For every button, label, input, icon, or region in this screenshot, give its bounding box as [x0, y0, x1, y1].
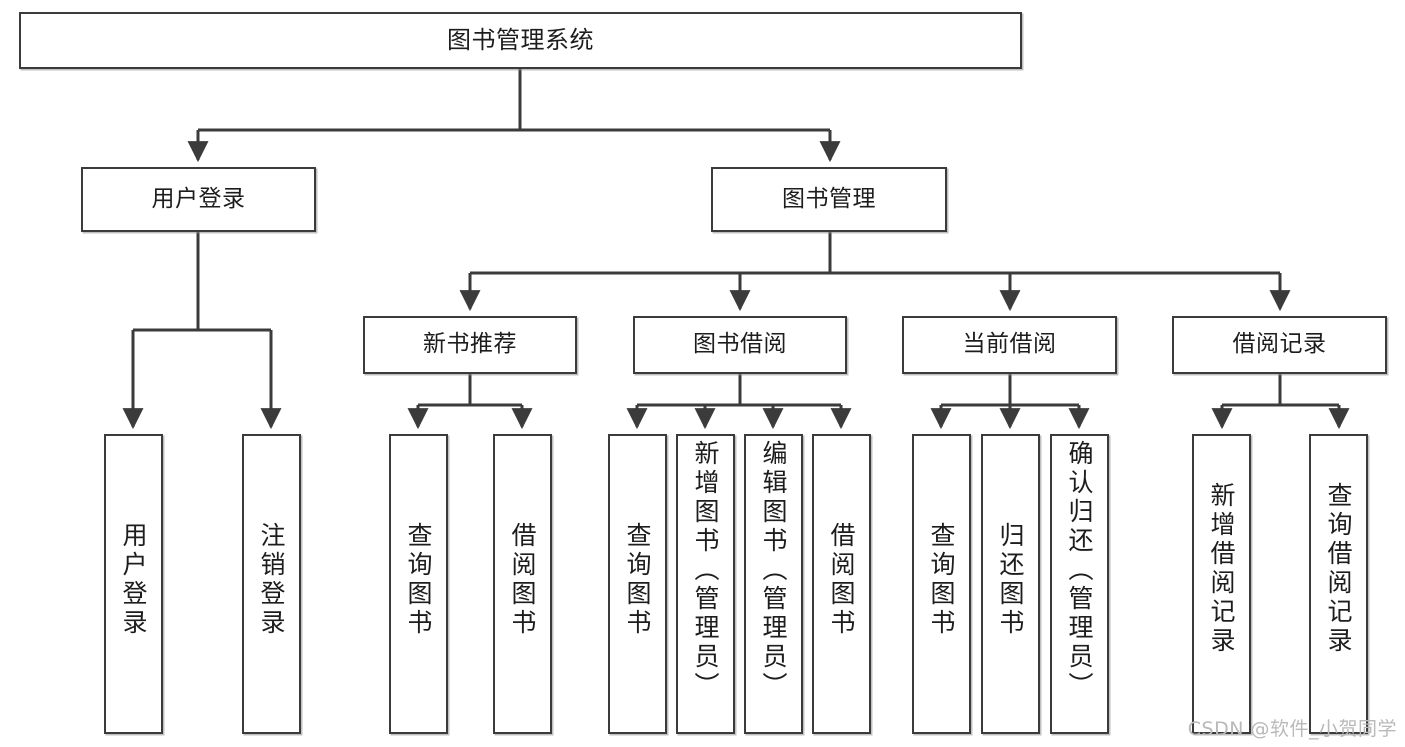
- leaf-add-book-admin[interactable]: 新增图书（管理员）: [676, 434, 735, 734]
- node-new-book-recommend[interactable]: 新书推荐: [363, 316, 577, 374]
- node-borrow-records[interactable]: 借阅记录: [1172, 316, 1387, 374]
- node-label: 确认归还（管理员）: [1065, 440, 1094, 701]
- node-label: 归还图书: [996, 522, 1025, 638]
- node-label: 用户登录: [119, 522, 148, 638]
- node-label: 查询图书: [927, 522, 956, 638]
- leaf-query-borrow-record[interactable]: 查询借阅记录: [1309, 434, 1368, 734]
- node-book-management[interactable]: 图书管理: [711, 167, 947, 232]
- node-label: 图书管理系统: [447, 26, 594, 55]
- node-label: 查询图书: [404, 522, 433, 638]
- node-label: 用户登录: [151, 185, 246, 212]
- node-current-borrow[interactable]: 当前借阅: [902, 316, 1117, 374]
- leaf-query-books-current[interactable]: 查询图书: [912, 434, 971, 734]
- leaf-query-books-borrow[interactable]: 查询图书: [608, 434, 667, 734]
- node-label: 新增借阅记录: [1207, 482, 1236, 656]
- node-label: 查询借阅记录: [1324, 482, 1353, 656]
- leaf-borrow-books-newbooks[interactable]: 借阅图书: [493, 434, 552, 734]
- node-label: 新增图书（管理员）: [691, 440, 720, 701]
- node-label: 查询图书: [623, 522, 652, 638]
- leaf-borrow-books-borrow[interactable]: 借阅图书: [812, 434, 871, 734]
- node-label: 借阅图书: [827, 522, 856, 638]
- leaf-user-login[interactable]: 用户登录: [104, 434, 163, 734]
- node-label: 新书推荐: [423, 331, 517, 358]
- csdn-watermark: CSDN @软件_小贺同学: [1187, 718, 1397, 740]
- leaf-add-borrow-record[interactable]: 新增借阅记录: [1192, 434, 1251, 734]
- node-label: 编辑图书（管理员）: [759, 440, 788, 701]
- leaf-confirm-return-admin[interactable]: 确认归还（管理员）: [1050, 434, 1109, 734]
- node-user-login[interactable]: 用户登录: [81, 167, 316, 232]
- leaf-query-books-newbooks[interactable]: 查询图书: [389, 434, 448, 734]
- leaf-logout[interactable]: 注销登录: [242, 434, 301, 734]
- node-label: 当前借阅: [962, 331, 1057, 358]
- node-label: 图书管理: [782, 185, 876, 212]
- node-book-borrow[interactable]: 图书借阅: [633, 316, 847, 374]
- node-label: 注销登录: [257, 522, 286, 638]
- leaf-edit-book-admin[interactable]: 编辑图书（管理员）: [744, 434, 803, 734]
- node-label: 借阅记录: [1232, 331, 1327, 358]
- leaf-return-books[interactable]: 归还图书: [981, 434, 1040, 734]
- node-label: 借阅图书: [508, 522, 537, 638]
- node-root-system[interactable]: 图书管理系统: [19, 12, 1022, 69]
- node-label: 图书借阅: [693, 331, 787, 358]
